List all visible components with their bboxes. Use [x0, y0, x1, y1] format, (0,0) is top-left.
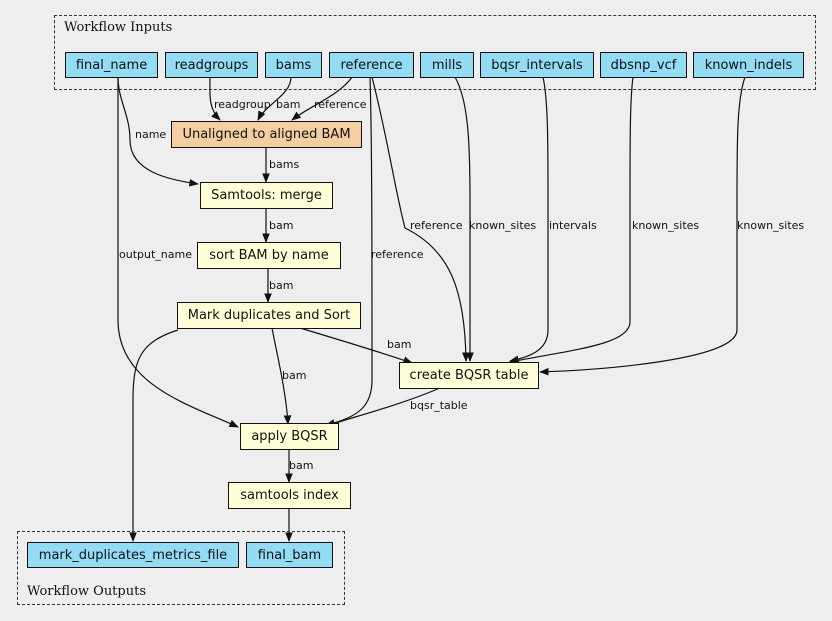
edge-markdup-metrics	[129, 329, 179, 542]
edge-reference-apply	[325, 76, 373, 427]
edge-markdup-apply	[271, 327, 292, 425]
input-bams[interactable]: bams	[265, 52, 322, 78]
step-create-bqsr[interactable]: create BQSR table	[399, 362, 539, 389]
edge-bams-unaligned	[257, 76, 292, 121]
workflow-inputs-cluster: Workflow Inputs	[54, 15, 816, 90]
edge-label-known_sites-mills: known_sites	[469, 219, 537, 232]
edge-bqsr_intervals-create	[509, 76, 549, 364]
input-dbsnp_vcf[interactable]: dbsnp_vcf	[600, 52, 687, 78]
edge-label-name: name	[135, 128, 167, 141]
edge-label-reference-unaligned: reference	[314, 98, 367, 111]
output-metrics-file[interactable]: mark_duplicates_metrics_file	[27, 542, 239, 568]
edge-label-bam-unaligned: bam	[276, 98, 301, 111]
edge-reference-create	[371, 76, 470, 362]
step-unaligned-to-aligned[interactable]: Unaligned to aligned BAM	[171, 121, 362, 148]
edge-final_name-apply	[117, 77, 239, 428]
edge-label-bam-markdup-apply: bam	[282, 369, 307, 382]
edge-label-reference-apply: reference	[371, 248, 424, 261]
edge-label-reference-create: reference	[410, 219, 463, 232]
input-bqsr_intervals[interactable]: bqsr_intervals	[480, 52, 594, 78]
edge-readgroups-unaligned	[209, 76, 221, 121]
edge-create-apply	[325, 387, 441, 427]
input-final_name[interactable]: final_name	[65, 52, 158, 78]
edge-label-known_sites-dbsnp: known_sites	[632, 219, 700, 232]
edge-label-bam-apply-index: bam	[289, 459, 314, 472]
edge-dbsnp-create	[509, 76, 634, 365]
output-final_bam[interactable]: final_bam	[246, 542, 333, 568]
edge-reference-unaligned	[291, 76, 353, 121]
edge-mills-create	[454, 76, 474, 362]
input-mills[interactable]: mills	[420, 52, 474, 78]
workflow-inputs-label: Workflow Inputs	[64, 20, 173, 35]
edge-label-bam-markdup-create: bam	[387, 338, 412, 351]
edge-label-bams: bams	[269, 158, 300, 171]
step-sort-bam[interactable]: sort BAM by name	[197, 242, 341, 269]
input-known_indels[interactable]: known_indels	[693, 52, 804, 78]
input-readgroups[interactable]: readgroups	[165, 52, 258, 78]
step-mark-duplicates[interactable]: Mark duplicates and Sort	[177, 302, 361, 329]
edge-label-intervals: intervals	[549, 219, 597, 232]
step-apply-bqsr[interactable]: apply BQSR	[240, 423, 339, 450]
edge-label-readgroup: readgroup	[214, 98, 271, 111]
edge-label-bam-sort-markdup: bam	[269, 279, 294, 292]
edge-known_indels-create	[539, 76, 746, 376]
workflow-outputs-label: Workflow Outputs	[27, 584, 146, 599]
edge-label-bam-merge-sort: bam	[269, 219, 294, 232]
step-samtools-index[interactable]: samtools index	[228, 482, 351, 509]
edge-markdup-create	[299, 327, 413, 364]
step-samtools-merge[interactable]: Samtools: merge	[200, 182, 333, 209]
edge-label-bqsr_table: bqsr_table	[410, 399, 468, 412]
input-reference[interactable]: reference	[329, 52, 414, 78]
edge-label-known_sites-indels: known_sites	[737, 219, 805, 232]
edge-final_name-merge	[117, 76, 199, 187]
edge-label-output_name: output_name	[119, 248, 192, 261]
workflow-outputs-cluster: Workflow Outputs	[17, 531, 345, 605]
